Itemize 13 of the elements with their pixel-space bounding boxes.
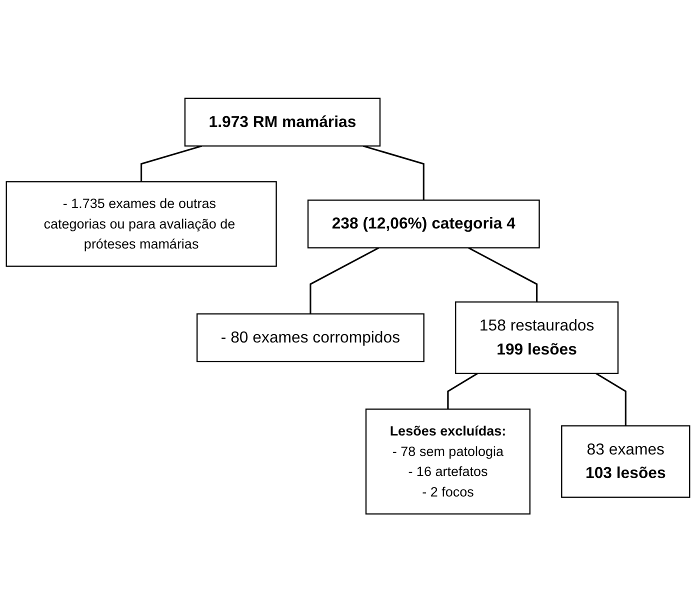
connector [447, 372, 478, 409]
connector [468, 246, 538, 302]
connector [362, 145, 424, 200]
node-box: 1.973 RM mamárias [184, 98, 381, 146]
node-box: 83 exames 103 lesões [561, 425, 690, 498]
connector [596, 372, 626, 426]
node-box: 238 (12,06%) categoria 4 [307, 199, 540, 248]
connector [140, 145, 202, 182]
node-box: Lesões excluídas: - 78 sem patologia - 16 artefatos - 2 focos [365, 408, 530, 514]
node-box: 158 restaurados 199 lesões [455, 301, 619, 374]
node-box: - 80 exames corrompidos [196, 313, 424, 362]
connector [310, 246, 380, 314]
node-box: - 1.735 exames de outras categorias ou para avaliação de próteses mamárias [6, 180, 277, 267]
